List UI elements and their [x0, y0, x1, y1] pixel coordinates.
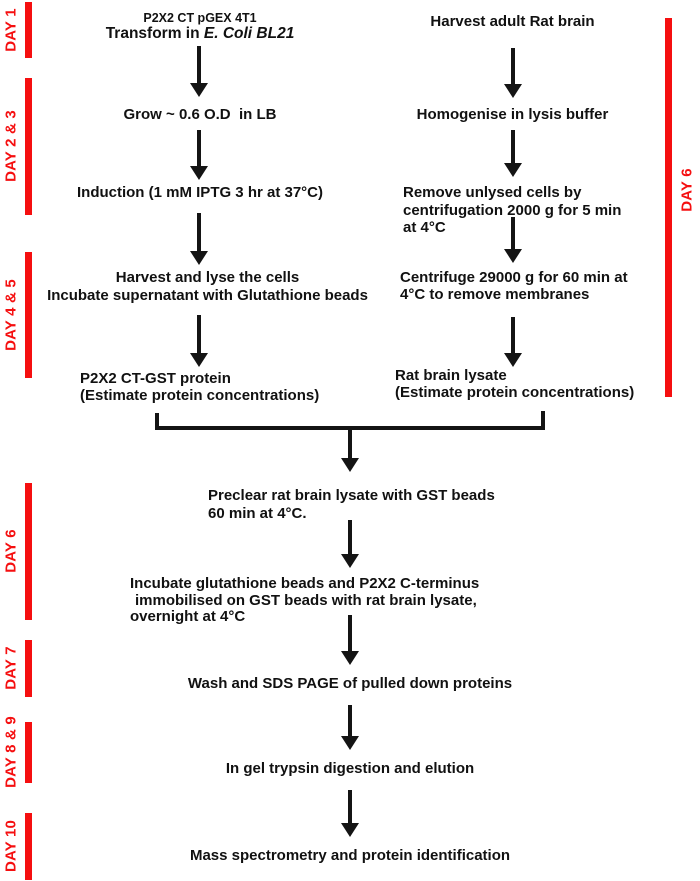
day-4-5-label: DAY 4 & 5: [2, 279, 20, 351]
step-homogenise: Homogenise in lysis buffer: [416, 106, 609, 123]
flow-arrow: [189, 130, 209, 180]
day-2-3-bar: [25, 78, 32, 215]
day-8-9-label: DAY 8 & 9: [2, 716, 20, 788]
step-centrifuge-29000: Centrifuge 29000 g for 60 min at 4°C to …: [400, 269, 628, 303]
step-grow: Grow ~ 0.6 O.D in LB: [123, 106, 277, 123]
flow-arrow: [189, 46, 209, 97]
plasmid-name: P2X2 CT pGEX 4T1: [143, 11, 257, 25]
step-p2x2-ct-gst-protein: P2X2 CT-GST protein (Estimate protein co…: [80, 370, 320, 404]
day-7-label: DAY 7: [2, 646, 20, 690]
step-incubate-overnight: Incubate glutathione beads and P2X2 C-te…: [130, 575, 480, 625]
step-rat-brain-lysate: Rat brain lysate (Estimate protein conce…: [395, 367, 635, 401]
merge-bracket-right-tick: [541, 411, 545, 430]
strain-name: E. Coli BL21: [203, 25, 295, 42]
flow-arrow: [340, 428, 360, 472]
flow-arrow: [340, 705, 360, 750]
day-6-left-label: DAY 6: [2, 529, 20, 573]
step-remove-unlysed: Remove unlysed cells by centrifugation 2…: [403, 184, 622, 236]
day-7-bar: [25, 640, 32, 697]
transform-line: Transform in E. Coli BL21: [105, 25, 295, 42]
day-4-5-bar: [25, 252, 32, 378]
day-1-bar: [25, 2, 32, 58]
flow-arrow: [189, 213, 209, 265]
flow-arrow: [189, 315, 209, 367]
flow-arrow: [340, 520, 360, 568]
step-wash-sds-page: Wash and SDS PAGE of pulled down protein…: [187, 675, 513, 692]
day-6-left-bar: [25, 483, 32, 620]
day-8-9-bar: [25, 722, 32, 783]
step-induction: Induction (1 mM IPTG 3 hr at 37°C): [76, 184, 324, 201]
step-harvest-brain: Harvest adult Rat brain: [430, 13, 595, 30]
flow-arrow: [503, 130, 523, 177]
step-preclear: Preclear rat brain lysate with GST beads…: [208, 487, 495, 522]
merge-bracket-left-tick: [155, 413, 159, 430]
flow-arrow: [503, 317, 523, 367]
flow-arrow: [340, 790, 360, 837]
day-6-right-bar: [665, 18, 672, 397]
step-trypsin-digestion: In gel trypsin digestion and elution: [225, 760, 475, 777]
day-6-right-label: DAY 6: [678, 168, 696, 212]
flow-arrow: [503, 48, 523, 98]
day-10-label: DAY 10: [2, 819, 20, 873]
step-mass-spec: Mass spectrometry and protein identifica…: [189, 847, 511, 864]
step-transform-plasmid: P2X2 CT pGEX 4T1 Transform in E. Coli BL…: [50, 11, 350, 43]
day-2-3-label: DAY 2 & 3: [2, 110, 20, 182]
step-harvest-lyse: Harvest and lyse the cells Incubate supe…: [47, 269, 368, 304]
day-1-label: DAY 1: [2, 8, 20, 52]
flow-arrow: [503, 217, 523, 263]
day-10-bar: [25, 813, 32, 880]
